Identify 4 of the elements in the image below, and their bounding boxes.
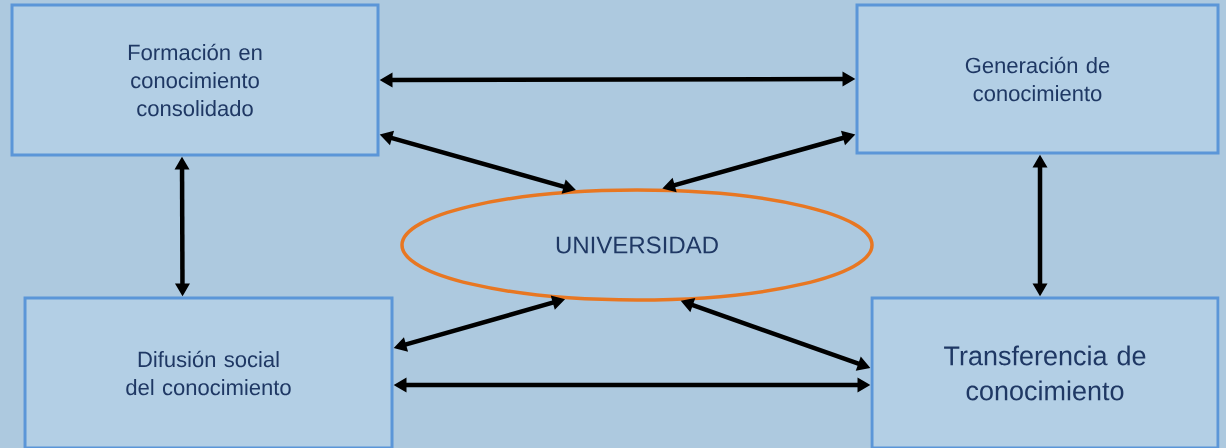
process-box: Transferencia de conocimiento bbox=[870, 296, 1220, 448]
process-box: Formación en conocimiento consolidado bbox=[10, 3, 380, 157]
process-box: Generación de conocimiento bbox=[855, 3, 1220, 155]
process-box: Difusión social del conocimiento bbox=[23, 296, 394, 448]
